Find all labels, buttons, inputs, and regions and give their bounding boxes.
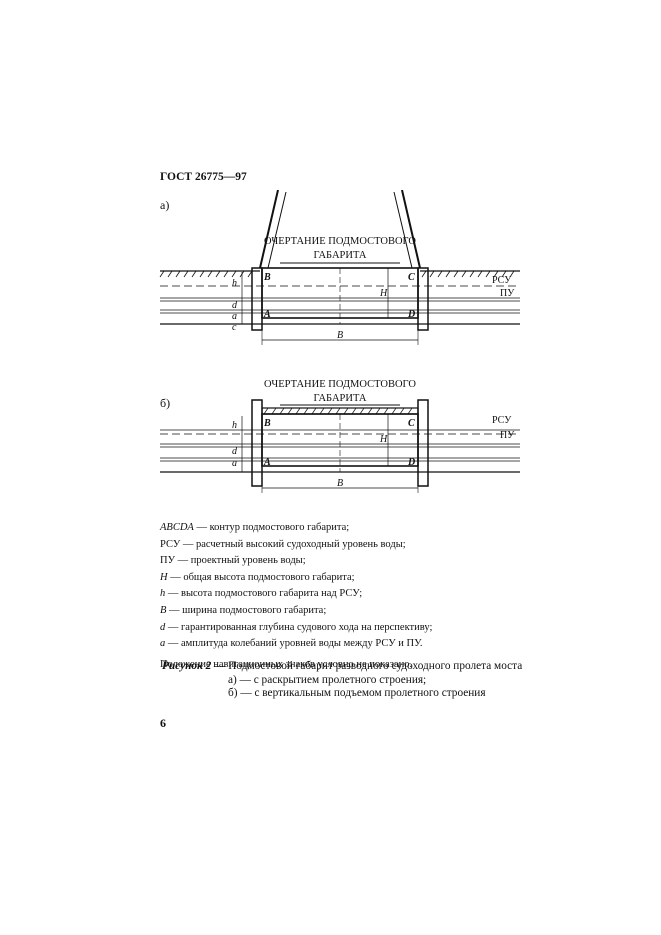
dim-h-b: h bbox=[232, 420, 237, 431]
dim-c-a: c bbox=[232, 322, 237, 333]
figure-a-drawing: ОЧЕРТАНИЕ ПОДМОСТОВОГО ГАБАРИТА B bbox=[159, 190, 520, 345]
dim-a-b: a bbox=[232, 458, 237, 469]
caption-sub-b: б) — с вертикальным подъемом пролетного … bbox=[228, 687, 486, 700]
dim-d-a: d bbox=[232, 300, 238, 311]
legend-item: РСУ — расчетный высокий судоходный урове… bbox=[160, 538, 406, 550]
dim-a-a: a bbox=[232, 311, 237, 322]
dim-big-h-a: H bbox=[379, 288, 388, 299]
dim-width-b: B bbox=[337, 478, 343, 489]
page-number: 6 bbox=[160, 716, 166, 730]
outline-title-a-1: ОЧЕРТАНИЕ ПОДМОСТОВОГО bbox=[264, 236, 416, 247]
point-b-b: B bbox=[263, 418, 271, 429]
legend-note: Положение навигационных знаков условно н… bbox=[160, 658, 413, 670]
caption-head: Рисунок 2 bbox=[162, 660, 212, 672]
figure-b-label: б) bbox=[160, 396, 171, 410]
figure-caption: Рисунок 2 — Подмостовой габарит разводно… bbox=[162, 660, 522, 701]
level-rsu-a: РСУ bbox=[492, 275, 512, 286]
legend-item: a — амплитуда колебаний уровней воды меж… bbox=[160, 638, 423, 650]
level-pu-b: ПУ bbox=[500, 430, 515, 441]
dim-d-b: d bbox=[232, 446, 238, 457]
figure-b: ОЧЕРТАНИЕ ПОДМОСТОВОГО ГАБАРИТА B C A D … bbox=[150, 372, 530, 497]
level-pu-a: ПУ bbox=[500, 288, 515, 299]
legend-item: h — высота подмостового габарита над РСУ… bbox=[160, 588, 363, 600]
point-b-a: B bbox=[263, 272, 271, 283]
outline-title-b-2: ГАБАРИТА bbox=[314, 393, 367, 404]
document-code: ГОСТ 26775—97 bbox=[160, 171, 247, 183]
outline-title-a-2: ГАБАРИТА bbox=[314, 250, 367, 261]
level-rsu-b: РСУ bbox=[492, 415, 512, 426]
caption-text: — Подмостовой габарит разводного судоход… bbox=[211, 660, 523, 672]
outline-title-b-1: ОЧЕРТАНИЕ ПОДМОСТОВОГО bbox=[264, 379, 416, 390]
legend-item: ПУ — проектный уровень воды; bbox=[160, 555, 306, 567]
figure-a: ОЧЕРТАНИЕ ПОДМОСТОВОГО ГАБАРИТА B bbox=[150, 190, 530, 350]
point-a-b: A bbox=[263, 457, 271, 468]
legend-item: d — гарантированная глубина судового ход… bbox=[160, 621, 433, 633]
legend-item: B — ширина подмостового габарита; bbox=[160, 604, 327, 616]
dim-h-a: h bbox=[232, 278, 237, 289]
point-c-a: C bbox=[408, 272, 415, 283]
figure-a-label: а) bbox=[160, 198, 170, 212]
dim-width-a: B bbox=[337, 330, 343, 341]
legend: ABCDA — контур подмостового габарита; РС… bbox=[160, 520, 432, 673]
figure-b-drawing: ОЧЕРТАНИЕ ПОДМОСТОВОГО ГАБАРИТА B C A D … bbox=[160, 379, 520, 493]
legend-item: ABCDA — контур подмостового габарита; bbox=[160, 522, 350, 533]
dim-big-h-b: H bbox=[379, 434, 388, 445]
point-d-a: D bbox=[407, 309, 415, 320]
point-c-b: C bbox=[408, 418, 415, 429]
point-d-b: D bbox=[407, 457, 415, 468]
point-a-a: A bbox=[263, 309, 271, 320]
caption-sub-a: а) — с раскрытием пролетного строения; bbox=[228, 673, 427, 686]
legend-item: H — общая высота подмостового габарита; bbox=[160, 571, 355, 583]
